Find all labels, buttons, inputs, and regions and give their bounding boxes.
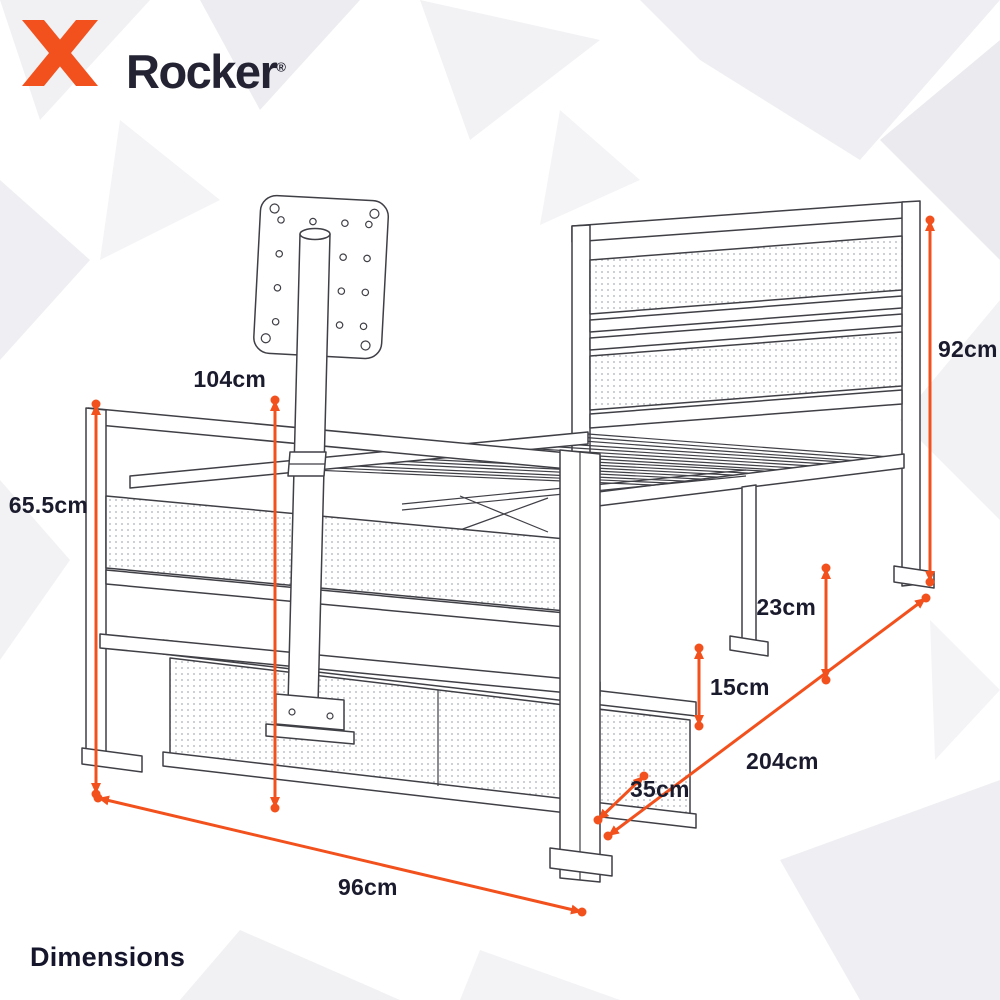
dim-label-headboard-height: 92cm	[938, 336, 998, 362]
brand-name-text: Rocker	[126, 45, 278, 98]
dim-label-storage-height: 15cm	[710, 674, 770, 700]
page-title: Dimensions	[30, 942, 186, 972]
brand-name: Rocker®	[126, 48, 286, 95]
dim-label-bed-width: 96cm	[338, 874, 398, 900]
dim-label-tv-mount-height: 104cm	[193, 366, 266, 392]
brand-logo: Rocker®	[22, 20, 322, 100]
arrow-bed-length	[607, 596, 927, 838]
dim-label-storage-depth: 35cm	[630, 776, 690, 802]
arrow-bed-width	[97, 795, 583, 915]
dim-label-footboard-height: 65.5cm	[8, 492, 88, 518]
registered-mark: ®	[276, 59, 286, 75]
tv-mount-pole-icon	[265, 227, 355, 745]
dim-label-base-height: 23cm	[756, 594, 816, 620]
dimension-arrows	[91, 215, 935, 917]
x-rocker-x-icon	[22, 20, 98, 86]
dim-label-bed-length: 204cm	[746, 748, 819, 774]
